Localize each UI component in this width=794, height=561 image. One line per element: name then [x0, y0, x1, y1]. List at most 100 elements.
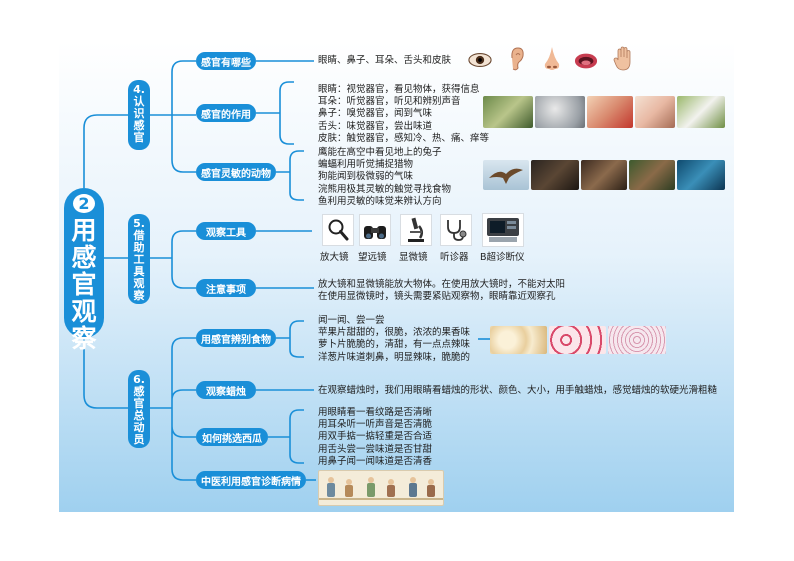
ear-icon — [505, 47, 529, 71]
animal-line: 浣熊用极其灵敏的触觉寻找食物 — [318, 183, 452, 195]
nose-icon — [540, 47, 564, 71]
root-title-char: 观 — [71, 297, 97, 326]
function-line: 皮肤：触觉器官，感知冷、热、痛、痒等 — [318, 132, 490, 144]
section-label-char: 官 — [133, 131, 145, 144]
tool-label: B超诊断仪 — [480, 252, 525, 263]
tool-label: 听诊器 — [440, 252, 469, 263]
tool-label: 显微镜 — [399, 252, 428, 263]
topic-candle-label: 观察蜡烛 — [196, 381, 256, 399]
photo-girl-apple — [587, 96, 633, 128]
connector-sect4 — [150, 60, 196, 173]
ultrasound-icon — [482, 213, 524, 247]
photo-dog — [581, 160, 627, 190]
connector-animals — [276, 150, 304, 201]
food-line: 洋葱片味道刺鼻，明显辣味，脆脆的 — [318, 351, 471, 363]
function-line: 鼻子：嗅觉器官，闻到气味 — [318, 108, 433, 120]
section-label-char: 具 — [133, 265, 145, 278]
functions-text: 眼睛：视觉器官，看见物体，获得信息 耳朵：听觉器官，听见和辨别声音 鼻子：嗅觉器… — [318, 84, 489, 145]
connector-watermelon — [268, 409, 304, 464]
tcm-illustration — [318, 470, 444, 506]
magnifier-icon — [322, 214, 354, 246]
function-line: 耳朵：听觉器官，听见和辨别声音 — [318, 96, 461, 108]
section-label-char: 官 — [133, 397, 145, 410]
watermelon-line: 用耳朵听一听声音是否清脆 — [318, 419, 433, 431]
connector-sect6 — [150, 337, 196, 481]
food-line: 萝卜片脆脆的，清甜，有一点点辣味 — [318, 339, 471, 351]
root-title-char: 用 — [71, 216, 97, 245]
note-line: 在使用显微镜时，镜头需要紧贴观察物，眼睛靠近观察孔 — [318, 291, 556, 303]
section-senses-mobilize: 6. 感 官 总 动 员 — [128, 370, 150, 448]
food-line: 苹果片甜甜的，很脆，浓浓的果香味 — [318, 327, 471, 339]
microscope-icon — [400, 214, 432, 246]
food-line: 闻一闻、尝一尝 — [318, 315, 385, 326]
animal-line: 鹰能在高空中看见地上的兔子 — [318, 147, 442, 158]
mouth-icon — [574, 49, 598, 73]
stethoscope-icon — [440, 214, 472, 246]
root-title-char: 感 — [71, 243, 97, 272]
photo-bat — [531, 160, 579, 190]
topic-notes-label: 注意事项 — [196, 279, 256, 297]
topic-tools-label: 观察工具 — [196, 222, 256, 240]
section-label-char: 识 — [133, 107, 145, 120]
photo-child-looking — [483, 96, 533, 128]
photo-child-dog — [677, 96, 725, 128]
connector-sect5 — [150, 230, 196, 289]
section-tools-observe: 5. 借 助 工 具 观 察 — [128, 214, 150, 304]
watermelon-line: 用舌头尝一尝味道是否甘甜 — [318, 443, 433, 455]
function-line: 眼睛：视觉器官，看见物体，获得信息 — [318, 84, 480, 95]
tool-label: 放大镜 — [320, 252, 349, 263]
animals-text: 鹰能在高空中看见地上的兔子 蝙蝠利用听觉捕捉猎物 狗能闻到极微弱的气味 浣熊用极… — [318, 147, 451, 208]
topic-functions-label: 感官的作用 — [196, 104, 256, 122]
food-text: 闻一闻、尝一尝 苹果片甜甜的，很脆，浓浓的果香味 萝卜片脆脆的，清甜，有一点点辣… — [318, 315, 470, 364]
binoculars-icon — [359, 214, 391, 246]
section-label-char: 借 — [133, 229, 145, 242]
watermelon-line: 用鼻子闻一闻味道是否清香 — [318, 455, 433, 467]
photo-onion-slices — [608, 326, 666, 354]
notes-text: 放大镜和显微镜能放大物体。在使用放大镜时，不能对太阳 在使用显微镜时，镜头需要紧… — [318, 279, 565, 303]
root-number: 2 — [73, 194, 95, 213]
section-label-char: 4. — [133, 83, 145, 96]
section-label-char: 感 — [133, 119, 145, 132]
connector-functions — [256, 81, 294, 145]
section-label-char: 助 — [133, 241, 145, 254]
section-label-char: 5. — [133, 217, 145, 230]
photo-apple-slices — [490, 326, 547, 354]
photo-fish — [677, 160, 725, 190]
section-label-char: 感 — [133, 385, 145, 398]
root-title-char: 察 — [71, 324, 97, 353]
topic-senses-label: 感官有哪些 — [196, 52, 256, 70]
photo-radish-slices — [549, 326, 606, 354]
hand-icon — [612, 46, 636, 71]
photo-girl-tasting — [635, 96, 675, 128]
topic-tcm-label: 中医利用感官诊断病情 — [196, 471, 306, 489]
root-title-char: 官 — [71, 270, 97, 299]
function-line: 舌头：味觉器官，尝出味道 — [318, 120, 433, 132]
watermelon-line: 用眼睛看一看纹路是否清晰 — [318, 407, 433, 418]
section-label-char: 员 — [133, 433, 145, 446]
animal-line: 狗能闻到极微弱的气味 — [318, 171, 414, 183]
senses-text: 眼睛、鼻子、耳朵、舌头和皮肤 — [318, 55, 452, 66]
connector-root-bottom — [83, 338, 128, 409]
photo-sound-waves — [535, 96, 585, 128]
topic-food-label: 用感官辨别食物 — [196, 329, 276, 347]
tool-label: 望远镜 — [358, 252, 387, 263]
section-label-char: 动 — [133, 421, 145, 434]
topic-animals-label: 感官灵敏的动物 — [196, 163, 276, 181]
section-label-char: 工 — [133, 253, 145, 266]
connector-food — [276, 320, 304, 358]
connector-root-trunk — [83, 114, 128, 188]
note-line: 放大镜和显微镜能放大物体。在使用放大镜时，不能对太阳 — [318, 279, 566, 290]
watermelon-line: 用双手掂一掂轻重是否合适 — [318, 431, 433, 443]
section-label-char: 总 — [133, 409, 145, 422]
photo-raccoon — [629, 160, 675, 190]
section-label-char: 观 — [133, 277, 145, 290]
section-label-char: 6. — [133, 373, 145, 386]
candle-text: 在观察蜡烛时，我们用眼睛看蜡烛的形状、颜色、大小，用手触蜡烛，感觉蜡烛的软硬光滑… — [318, 385, 718, 396]
animal-line: 蝙蝠利用听觉捕捉猎物 — [318, 159, 414, 171]
watermelon-text: 用眼睛看一看纹路是否清晰 用耳朵听一听声音是否清脆 用双手掂一掂轻重是否合适 用… — [318, 407, 432, 468]
section-know-senses: 4. 认 识 感 官 — [128, 80, 150, 150]
photo-eagle — [483, 160, 529, 190]
animal-line: 鱼利用灵敏的味觉来辨认方向 — [318, 195, 442, 207]
section-label-char: 认 — [133, 95, 145, 108]
